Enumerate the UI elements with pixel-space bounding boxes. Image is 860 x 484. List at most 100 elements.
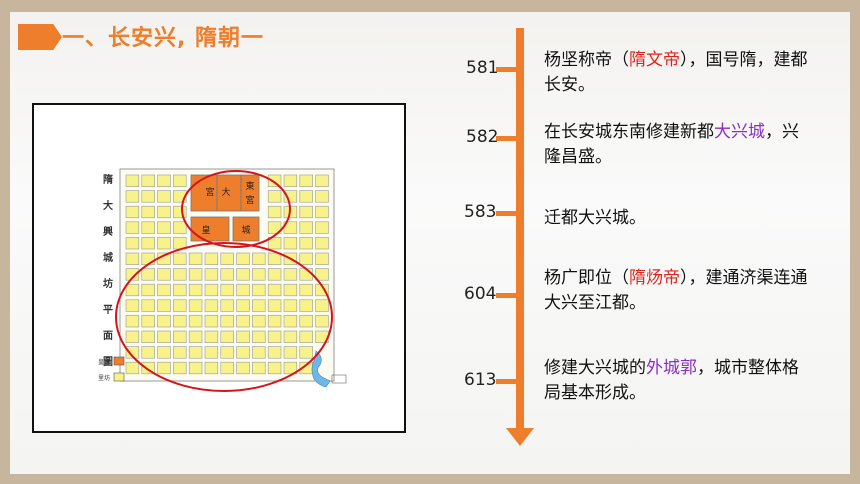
ward-block [125,299,140,312]
palace-block [240,174,260,212]
ward-block [125,237,140,250]
ward-block [252,346,266,359]
ward-block [236,283,250,297]
ward-block [157,268,171,281]
ward-block [267,174,282,187]
ward-block [283,330,298,343]
ward-block [252,299,266,312]
ward-block [283,315,298,328]
ward-block [157,361,171,375]
ward-block [236,330,250,343]
lake-label-box [331,374,347,384]
highlight-ellipse-palace [181,170,291,248]
ward-block [141,237,155,250]
ward-block [267,315,282,328]
ward-block [315,190,329,203]
ward-block [315,315,329,328]
ward-block [220,315,234,328]
ward-block [267,190,282,203]
ward-block [141,330,155,343]
timeline-year: 581 [466,58,499,78]
ward-block [157,174,171,187]
ward-block [252,361,266,375]
map-title-char: 坊 [103,277,113,290]
ward-block [283,361,298,375]
ward-block [267,330,282,343]
ward-block [173,330,187,343]
palace-label: 東 [245,180,254,192]
ward-block [220,330,234,343]
ward-block [267,299,282,312]
ward-block [220,346,234,359]
ward-block [267,205,282,219]
event-text: ），国号隋，建都长安。 [544,50,808,95]
ward-block [125,252,140,265]
ward-block [299,237,313,250]
legend-label: 里坊 [98,374,110,382]
ward-block [236,252,250,265]
ward-block [204,299,219,312]
ward-block [299,268,313,281]
palace-block [190,216,230,242]
ward-block [141,346,155,359]
ward-block [173,221,187,234]
ward-block [204,346,219,359]
ward-block [141,283,155,297]
palace-block [190,174,218,212]
ward-block [315,205,329,219]
ward-block [125,221,140,234]
event-text: 迁都大兴城。 [544,208,646,228]
ward-block [204,330,219,343]
ward-block [125,268,140,281]
ward-block [141,252,155,265]
map-title-char: 隋 [103,173,113,186]
ward-block [283,346,298,359]
ward-block [315,237,329,250]
map-title-char: 城 [103,251,113,264]
ward-block [220,252,234,265]
ward-block [188,315,203,328]
ward-block [141,315,155,328]
ward-block [173,315,187,328]
ward-block [267,237,282,250]
ward-block [173,346,187,359]
ward-block [267,361,282,375]
timeline-year: 583 [464,202,497,222]
legend-label: 皇宫 [98,358,110,366]
map-title-char: 面 [103,330,113,342]
timeline-tick [496,293,516,298]
ward-block [204,361,219,375]
ward-block [315,252,329,265]
ward-block [173,361,187,375]
legend-swatch [113,356,125,366]
ward-block [204,252,219,265]
ward-block [188,268,203,281]
event-text: ），建通济渠连通大兴至江都。 [544,268,808,313]
event-text: 在长安城东南修建新都 [544,122,714,142]
event-text: 修建大兴城的 [544,358,646,378]
palace-block [232,216,260,242]
ward-block [157,237,171,250]
ward-block [236,361,250,375]
ward-block [141,190,155,203]
event-text: 杨广即位（ [544,268,629,288]
palace-label: 皇 [201,224,210,236]
ward-block [252,315,266,328]
ward-block [283,237,298,250]
ward-block [141,205,155,219]
slide-title: 一、长安兴, 隋朝一 [62,26,265,51]
ward-block [267,252,282,265]
timeline-year: 604 [464,284,497,304]
timeline-event: 修建大兴城的外城郭，城市整体格局基本形成。 [544,356,814,406]
event-text: ，兴隆昌盛。 [544,122,799,167]
ward-block [188,252,203,265]
event-highlight: 大兴城 [714,122,765,142]
ward-block [157,330,171,343]
ward-block [283,174,298,187]
palace-label: 城 [241,225,250,236]
ward-block [299,283,313,297]
event-text: ，城市整体格局基本形成。 [544,358,799,403]
event-text: 杨坚称帝（ [544,50,629,70]
ward-block [283,299,298,312]
city-plan-map: 大宮東宮皇城隋大興城坊平面圖皇宫里坊 [32,103,406,433]
